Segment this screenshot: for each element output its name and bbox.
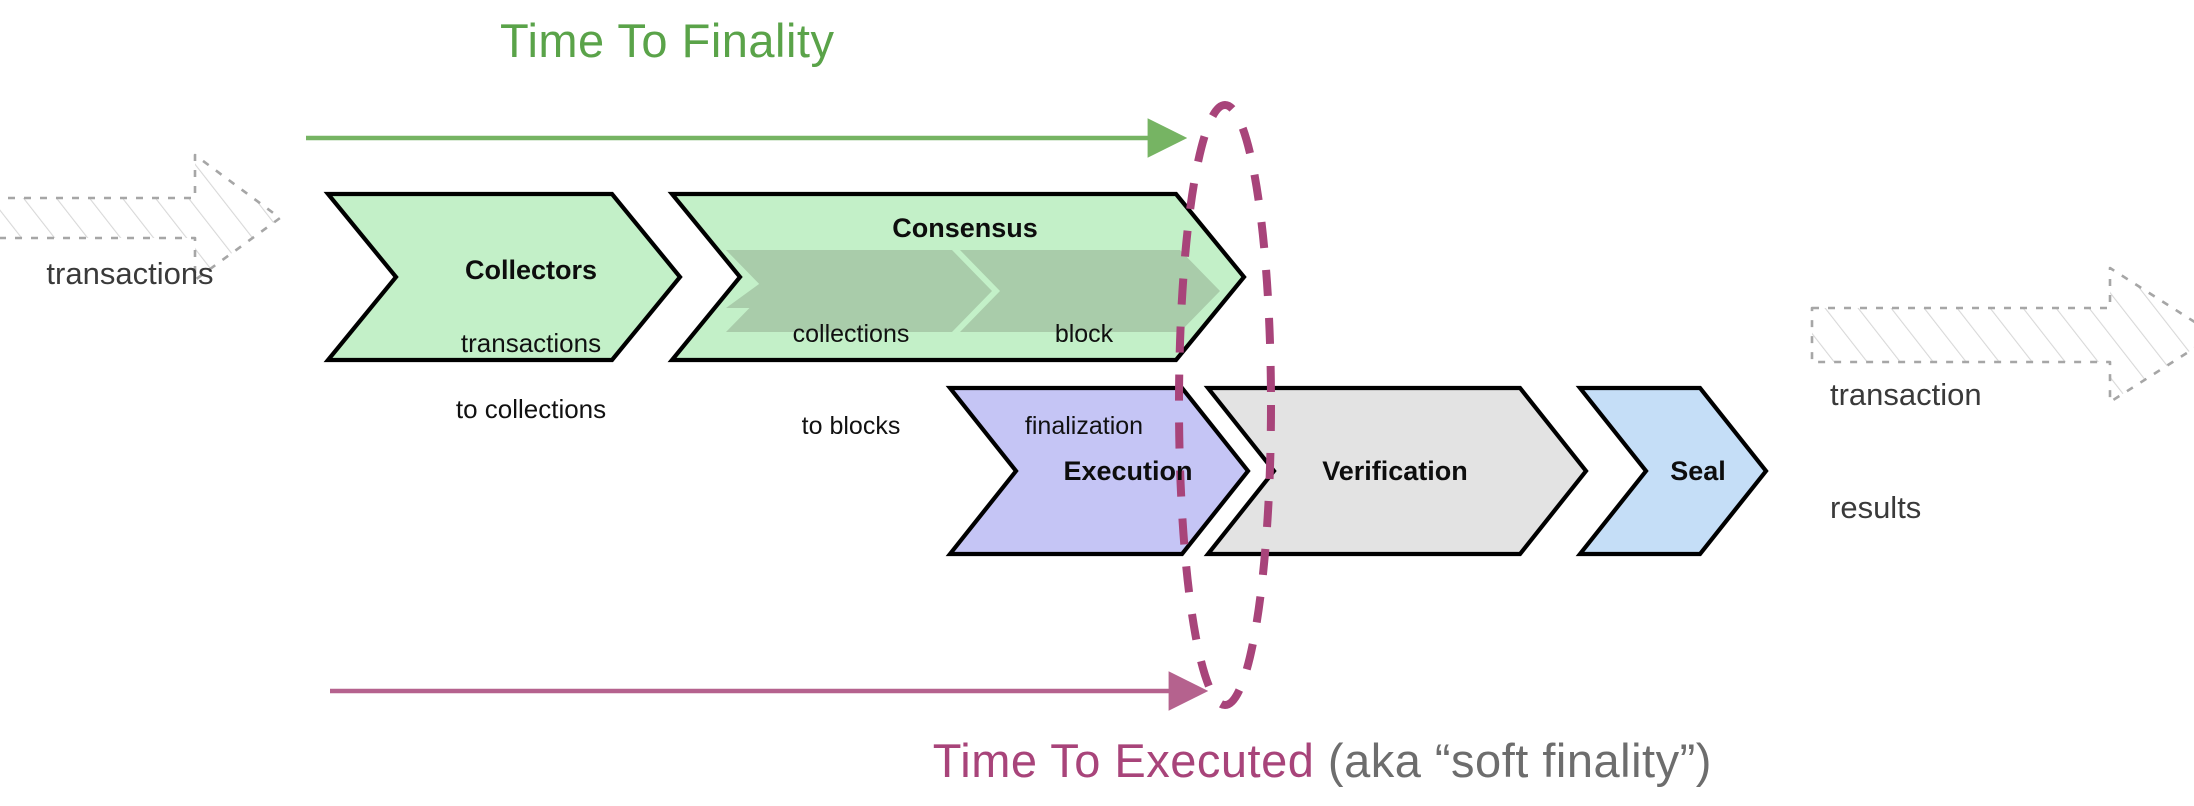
stage-consensus[interactable] (667, 191, 1247, 363)
collectors-sub-line1: transactions (460, 327, 602, 358)
time-to-executed-note: (aka “soft finality”) (1327, 734, 1712, 788)
stage-verification[interactable] (1203, 385, 1589, 557)
execution-title: Execution (1063, 456, 1193, 486)
ghost-label-line1: transaction (1830, 376, 1982, 412)
verification-title: Verification (1322, 456, 1468, 486)
collectors-sub-line2: to collections (455, 394, 607, 425)
collectors-title: Collectors (464, 254, 598, 285)
ghost-arrow-transactions (0, 153, 282, 282)
collectors-label-group: Collectors transactions to collections (386, 218, 676, 462)
ghost-arrow-transaction-results (1810, 266, 2194, 404)
consensus-sub-collections-to-blocks: collections to blocks (726, 258, 976, 502)
consensus-sub2-line2: finalization (1024, 411, 1144, 440)
consensus-sub2-line1: block (1054, 320, 1114, 348)
consensus-title: Consensus (892, 213, 1038, 243)
ghost-label-transactions: transactions (46, 256, 214, 291)
time-to-executed-title: Time To Executed (932, 734, 1315, 788)
stage-collectors[interactable] (323, 191, 683, 363)
time-to-executed-caption: Time To Executed (aka “soft finality”) (915, 716, 1712, 806)
consensus-sub1-line1: collections (792, 320, 910, 348)
consensus-sub-block-finalization: block finalization (960, 258, 1208, 502)
ghost-label-transaction-results: transaction results (1830, 300, 2080, 603)
ghost-label-line2: results (1830, 490, 1922, 526)
consensus-sub1-line2: to blocks (801, 411, 901, 440)
time-to-finality-title: Time To Finality (500, 14, 835, 67)
stage-seal[interactable] (1575, 385, 1769, 557)
finality-boundary-ellipse (1175, 101, 1275, 709)
seal-title: Seal (1670, 456, 1726, 486)
